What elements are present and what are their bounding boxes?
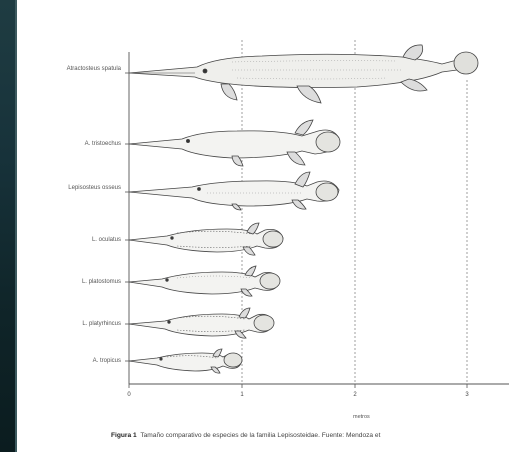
figure-lepisosteidae: Atractosteus spatula A. tristoechus Lepi… <box>17 0 510 452</box>
species-label-l-platyrhincus: L. platyrhincus <box>21 321 121 329</box>
fish-lepisosteus-osseus <box>129 172 339 210</box>
caption-label: Figura 1 <box>111 432 137 439</box>
x-axis-label: metros <box>353 414 370 420</box>
species-label-atractosteus-spatula: Atractosteus spatula <box>21 66 121 74</box>
fish-atractosteus-spatula <box>129 45 478 103</box>
background-dark-edge <box>0 0 17 452</box>
species-label-lepisosteus-osseus: Lepisosteus osseus <box>21 185 121 193</box>
species-label-a-tropicus: A. tropicus <box>21 358 121 366</box>
x-tick-label-1: 1 <box>232 392 252 398</box>
x-tick-label-3: 3 <box>457 392 477 398</box>
caption-text: Tamaño comparativo de especies de la fam… <box>140 432 380 439</box>
figure-caption: Figura 1 Tamaño comparativo de especies … <box>111 432 510 439</box>
fish-l-oculatus <box>129 223 283 255</box>
fish-l-platostomus <box>129 266 280 296</box>
fish-a-tristoechus <box>129 120 340 166</box>
x-tick-label-2: 2 <box>345 392 365 398</box>
species-label-l-platostomus: L. platostomus <box>21 279 121 287</box>
species-label-l-oculatus: L. oculatus <box>21 237 121 245</box>
fish-l-platyrhincus <box>129 308 274 338</box>
x-tick-label-0: 0 <box>119 392 139 398</box>
species-label-a-tristoechus: A. tristoechus <box>21 141 121 149</box>
fish-a-tropicus <box>129 349 242 373</box>
